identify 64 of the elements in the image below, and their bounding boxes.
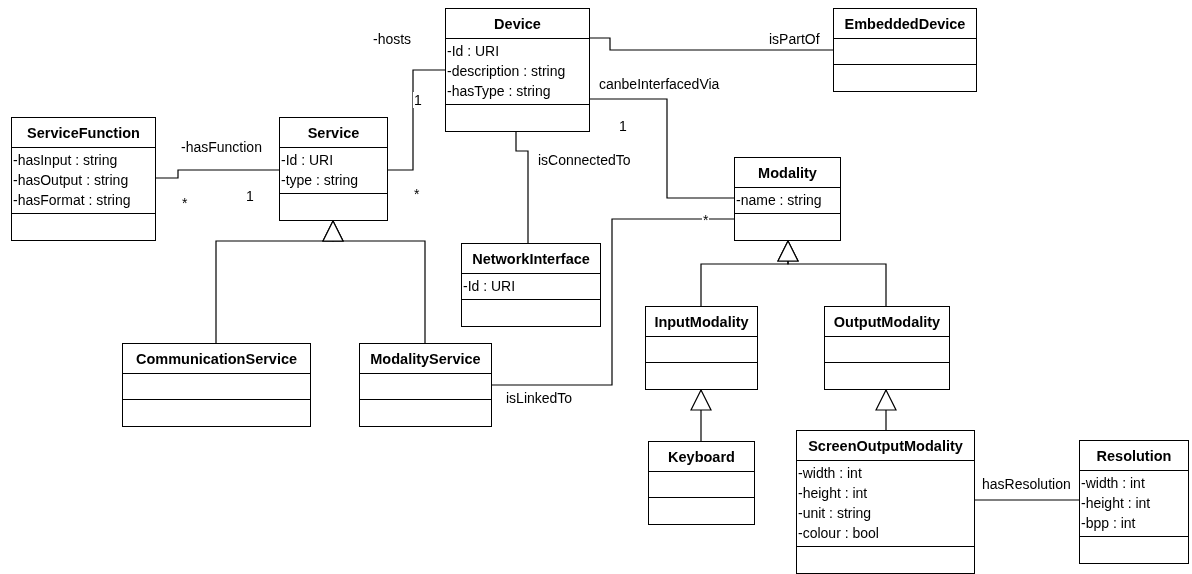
generalization-arrow <box>875 389 897 431</box>
class-box <box>461 243 601 327</box>
attribute-text: -name : string <box>735 191 823 210</box>
attribute-text: -hasInput : string <box>12 151 119 170</box>
multiplicity-label: 1 <box>245 188 255 204</box>
class-name: ScreenOutputModality <box>808 437 963 454</box>
attribute-text: -height : int <box>797 484 869 503</box>
class-box <box>122 343 311 427</box>
edge-label: -hasFunction <box>180 139 263 155</box>
edge-label: isPartOf <box>768 31 821 47</box>
attribute-text: -width : int <box>797 464 863 483</box>
class-name: Device <box>494 15 541 32</box>
class-name: EmbeddedDevice <box>844 15 966 32</box>
class-box <box>734 157 841 241</box>
class-name: ServiceFunction <box>27 124 140 141</box>
class-box <box>645 306 758 390</box>
attribute-text: -Id : URI <box>280 151 335 170</box>
class-box <box>279 117 388 221</box>
class-box <box>359 343 492 427</box>
class-box <box>1079 440 1189 564</box>
generalization-arrow <box>777 240 887 307</box>
edge-label: hasResolution <box>981 476 1072 492</box>
attribute-text: -Id : URI <box>462 277 517 296</box>
class-name: OutputModality <box>833 313 941 330</box>
class-box <box>11 117 156 241</box>
class-name: Service <box>307 124 360 141</box>
association-line <box>589 98 735 199</box>
class-name: Resolution <box>1096 447 1172 464</box>
multiplicity-label: 1 <box>413 92 423 108</box>
attribute-text: -width : int <box>1080 474 1146 493</box>
attribute-text: -colour : bool <box>797 524 880 543</box>
class-name: InputModality <box>654 313 749 330</box>
generalization-arrow <box>690 389 712 442</box>
attribute-text: -Id : URI <box>446 42 501 61</box>
class-box <box>648 441 755 525</box>
edge-label: -hosts <box>372 31 413 47</box>
class-box <box>824 306 950 390</box>
association-line <box>589 37 834 51</box>
class-box <box>445 8 590 132</box>
class-box <box>796 430 975 574</box>
attribute-text: -height : int <box>1080 494 1152 513</box>
class-name: Keyboard <box>668 448 735 465</box>
attribute-text: -unit : string <box>797 504 873 523</box>
attribute-text: -type : string <box>280 171 360 190</box>
association-line <box>387 69 446 171</box>
attribute-text: -hasType : string <box>446 82 552 101</box>
edge-label: isLinkedTo <box>505 390 574 406</box>
edge-label: canbeInterfacedVia <box>598 76 721 92</box>
generalization-arrow <box>322 220 426 344</box>
class-name: Modality <box>758 164 817 181</box>
attribute-text: -hasFormat : string <box>12 191 132 210</box>
association-line <box>155 169 280 179</box>
attribute-text: -description : string <box>446 62 567 81</box>
association-line <box>491 218 735 386</box>
attribute-text: -hasOutput : string <box>12 171 130 190</box>
class-box <box>833 8 977 92</box>
class-name: ModalityService <box>370 350 481 367</box>
class-name: CommunicationService <box>135 350 298 367</box>
class-name: NetworkInterface <box>472 250 590 267</box>
attribute-text: -bpp : int <box>1080 514 1137 533</box>
edge-label: isConnectedTo <box>537 152 632 168</box>
multiplicity-label: 1 <box>618 118 628 134</box>
association-line <box>974 499 1080 501</box>
association-line <box>515 131 529 244</box>
